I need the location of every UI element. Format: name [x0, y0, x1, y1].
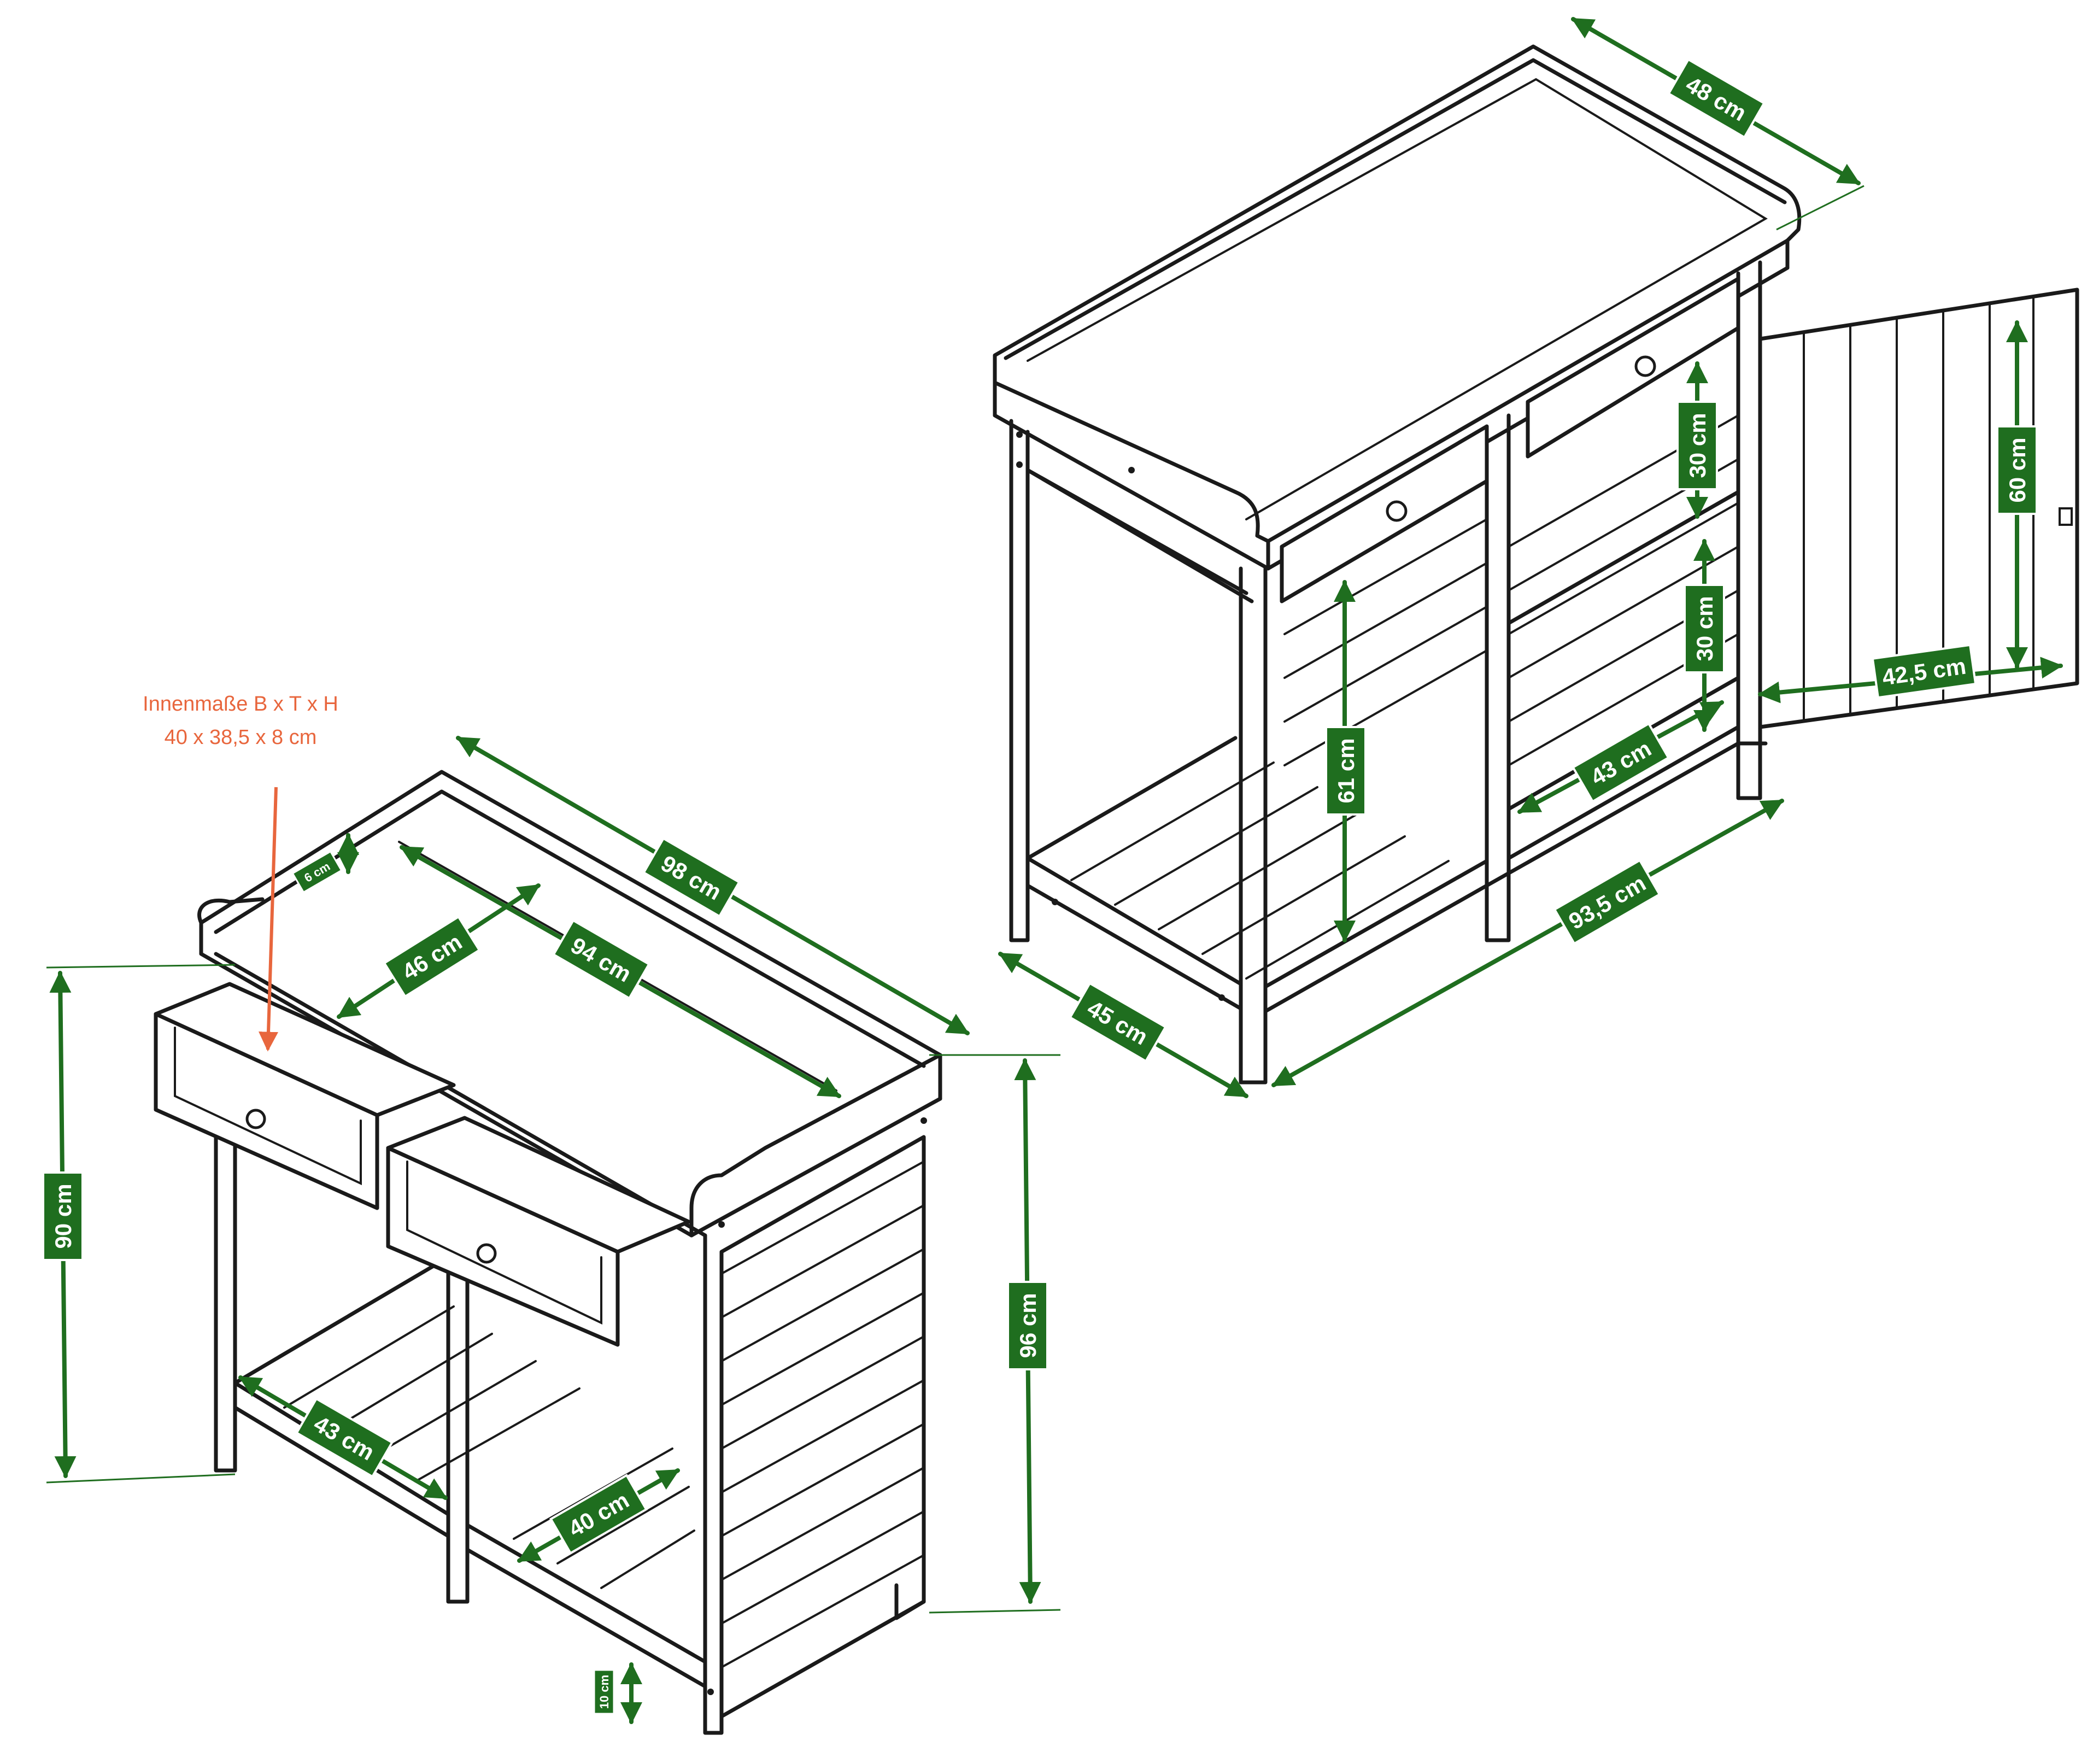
note-pointer-arrow	[259, 787, 279, 1052]
dimension-label-foot-10-text: 10 cm	[597, 1675, 611, 1709]
dimension-label-width-93-5: 93,5 cm	[1553, 859, 1661, 945]
dimension-label-shelf-40: 40 cm	[549, 1474, 648, 1555]
inner-dimensions-note: Innenmaße B x T x H 40 x 38,5 x 8 cm	[87, 688, 394, 754]
dimension-label-rim-6: 6 cm	[291, 850, 343, 894]
dimension-label-width-98: 98 cm	[642, 837, 741, 918]
dimension-label-door-60: 60 cm	[1996, 425, 2038, 515]
dimension-label-height-61: 61 cm	[1325, 726, 1367, 816]
dimension-label-door-60-text: 60 cm	[2004, 437, 2030, 502]
dimension-label-depth-45: 45 cm	[1068, 982, 1168, 1063]
inner-dimensions-title: Innenmaße B x T x H	[143, 693, 338, 716]
dimension-label-depth-46: 46 cm	[383, 915, 481, 998]
dimension-label-height-90-text: 90 cm	[50, 1183, 76, 1249]
dimension-label-height-61-text: 61 cm	[1333, 738, 1359, 803]
right-table-drawing	[993, 44, 2079, 1085]
dimension-label-height-96: 96 cm	[1007, 1281, 1048, 1370]
dimension-label-shelf-30-lower: 30 cm	[1684, 584, 1725, 673]
dimension-label-shelf-30-upper: 30 cm	[1676, 401, 1718, 490]
dimension-label-foot-10: 10 cm	[593, 1669, 615, 1715]
dimension-label-shelf-30-upper-text: 30 cm	[1685, 413, 1710, 478]
dimension-label-depth-48: 48 cm	[1667, 58, 1766, 139]
inner-dimensions-values: 40 x 38,5 x 8 cm	[164, 725, 317, 749]
dimension-label-shelf-43-left: 43 cm	[295, 1397, 394, 1478]
dimension-label-door-42-5: 42,5 cm	[1871, 643, 1977, 699]
dimension-label-shelf-30-lower-text: 30 cm	[1692, 596, 1717, 661]
dimension-label-height-96-text: 96 cm	[1015, 1293, 1041, 1358]
dimension-label-height-90: 90 cm	[42, 1171, 84, 1261]
dimension-label-inner-94: 94 cm	[552, 919, 651, 1000]
